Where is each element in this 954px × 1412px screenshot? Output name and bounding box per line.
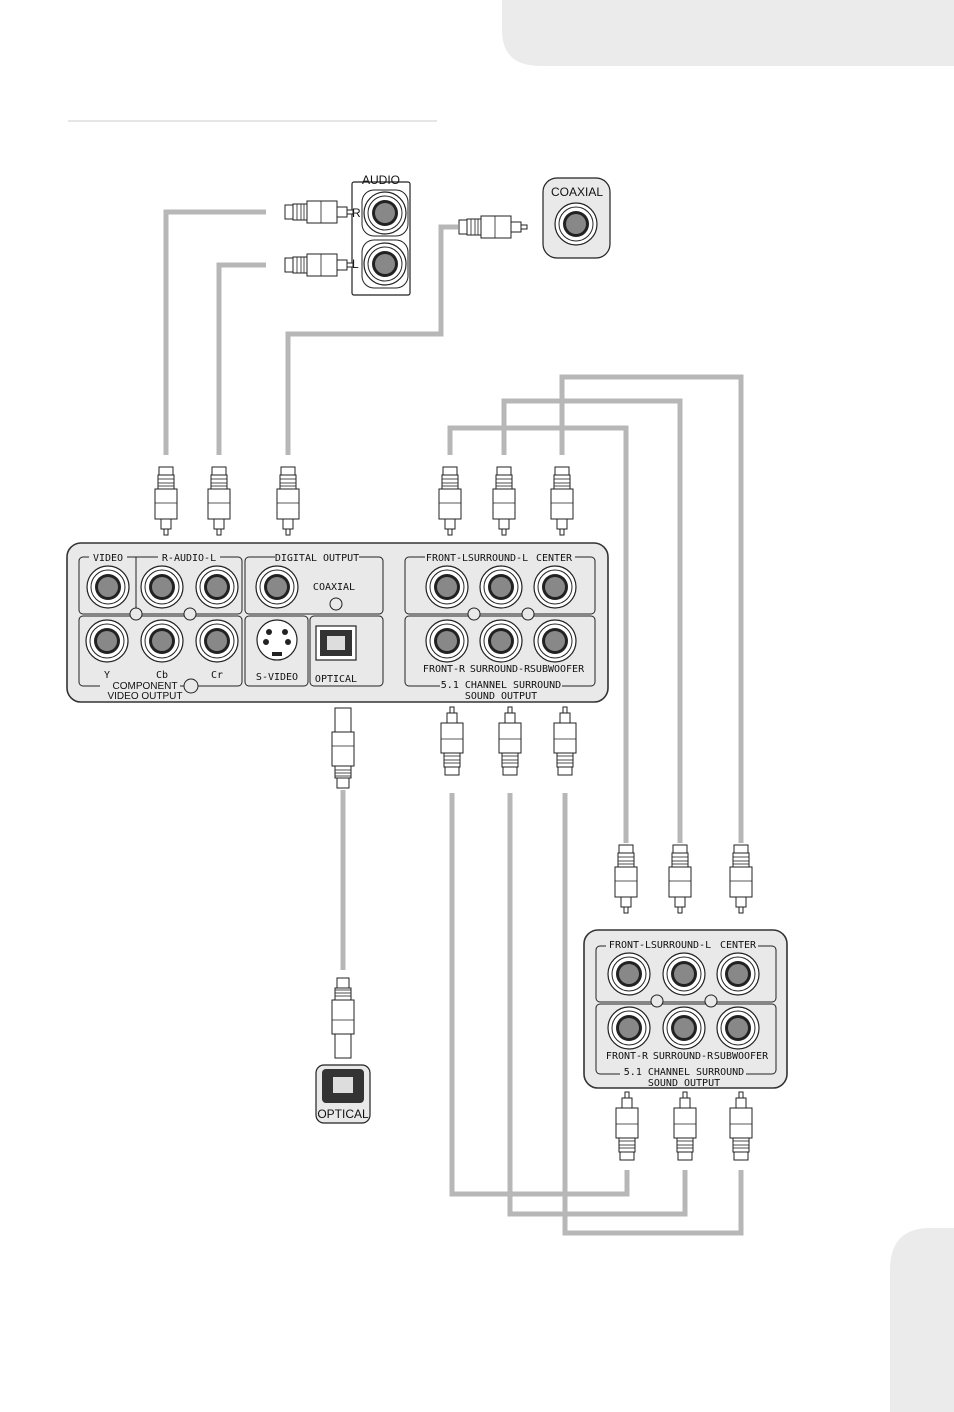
player-audio-l-jack[interactable] bbox=[196, 566, 238, 608]
player-coaxial-plug[interactable] bbox=[277, 467, 299, 535]
player-surround-r-jack[interactable] bbox=[480, 620, 522, 662]
amp-front-l-plug[interactable] bbox=[615, 845, 637, 913]
player-surround-r-plug[interactable] bbox=[499, 707, 521, 775]
player-surround-l-jack[interactable] bbox=[480, 566, 522, 608]
player-subwoofer-label: SUBWOOFER bbox=[530, 664, 585, 675]
player-cb-jack[interactable] bbox=[141, 620, 183, 662]
player-r-audio-l-label: R-AUDIO-L bbox=[162, 553, 216, 564]
top-right-tab bbox=[502, 0, 954, 66]
tv-audio-r-jack[interactable] bbox=[364, 192, 406, 234]
player-video-output-label: VIDEO OUTPUT bbox=[107, 691, 182, 702]
optical-input-plug[interactable] bbox=[332, 978, 354, 1058]
coaxial-input[interactable]: COAXIAL bbox=[543, 178, 610, 258]
player-center-plug[interactable] bbox=[551, 467, 573, 535]
tv-audio-title: AUDIO bbox=[362, 173, 400, 187]
tv-audio-l-jack[interactable] bbox=[364, 243, 406, 285]
player-optical-label: OPTICAL bbox=[315, 674, 357, 685]
amp-surround-l-jack[interactable] bbox=[663, 953, 705, 995]
player-cr-jack[interactable] bbox=[196, 620, 238, 662]
amp-subwoofer-jack[interactable] bbox=[717, 1007, 759, 1049]
player-subwoofer-jack[interactable] bbox=[534, 620, 576, 662]
player-front-l-jack[interactable] bbox=[426, 566, 468, 608]
amplifier-panel: FRONT-L SURROUND-L CENTER FRONT-R SURROU… bbox=[584, 930, 787, 1089]
player-front-r-jack[interactable] bbox=[426, 620, 468, 662]
player-optical-plug[interactable] bbox=[332, 708, 354, 788]
amp-subwoofer-label: SUBWOOFER bbox=[714, 1051, 769, 1062]
amp-center-plug[interactable] bbox=[730, 845, 752, 913]
coaxial-plug[interactable] bbox=[459, 216, 527, 238]
player-front-l-plug[interactable] bbox=[439, 467, 461, 535]
player-surround-r-label: SURROUND-R bbox=[470, 664, 531, 675]
player-optical-jack[interactable] bbox=[316, 626, 356, 660]
player-subwoofer-plug[interactable] bbox=[554, 707, 576, 775]
player-cr-label: Cr bbox=[211, 670, 223, 681]
player-rear-panel: VIDEO R-AUDIO-L DIGITAL OUTPUT COAXIAL S… bbox=[67, 543, 608, 702]
player-y-label: Y bbox=[104, 670, 110, 681]
player-audio-l-plug[interactable] bbox=[208, 467, 230, 535]
amp-center-jack[interactable] bbox=[717, 953, 759, 995]
amp-surround-r-jack[interactable] bbox=[663, 1007, 705, 1049]
amp-title-1: 5.1 CHANNEL SURROUND bbox=[624, 1067, 744, 1078]
s-video-jack[interactable] bbox=[257, 620, 297, 660]
coaxial-input-label: COAXIAL bbox=[551, 185, 603, 199]
player-audio-r-jack[interactable] bbox=[141, 566, 183, 608]
amp-front-r-label: FRONT-R bbox=[606, 1051, 649, 1062]
player-center-jack[interactable] bbox=[534, 566, 576, 608]
tv-audio-input[interactable]: AUDIO R L bbox=[352, 173, 410, 295]
player-front-r-plug[interactable] bbox=[441, 707, 463, 775]
player-surround-l-plug[interactable] bbox=[493, 467, 515, 535]
player-surround-title-2: SOUND OUTPUT bbox=[465, 691, 537, 702]
bottom-right-tab bbox=[890, 1228, 954, 1412]
audio-l-plug[interactable] bbox=[285, 254, 353, 276]
amp-front-r-plug[interactable] bbox=[616, 1092, 638, 1160]
optical-input-label: OPTICAL bbox=[317, 1107, 369, 1121]
player-s-video-label: S-VIDEO bbox=[256, 672, 298, 683]
player-coaxial-label: COAXIAL bbox=[313, 582, 355, 593]
player-center-label: CENTER bbox=[536, 553, 573, 564]
amp-surround-l-plug[interactable] bbox=[669, 845, 691, 913]
player-video-jack[interactable] bbox=[87, 566, 129, 608]
player-y-jack[interactable] bbox=[86, 620, 128, 662]
amp-front-l-jack[interactable] bbox=[608, 953, 650, 995]
amp-center-label: CENTER bbox=[720, 940, 757, 951]
player-surround-l-label: SURROUND-L bbox=[468, 553, 528, 564]
player-front-r-label: FRONT-R bbox=[423, 664, 466, 675]
coaxial-input-jack[interactable] bbox=[555, 203, 597, 245]
amp-surround-r-label: SURROUND-R bbox=[653, 1051, 714, 1062]
amp-subwoofer-plug[interactable] bbox=[730, 1092, 752, 1160]
player-video-label: VIDEO bbox=[93, 553, 123, 564]
amp-front-r-jack[interactable] bbox=[608, 1007, 650, 1049]
optical-input[interactable]: OPTICAL bbox=[316, 1065, 370, 1123]
player-cb-label: Cb bbox=[156, 670, 168, 681]
audio-r-plug[interactable] bbox=[285, 201, 353, 223]
amp-surround-r-plug[interactable] bbox=[674, 1092, 696, 1160]
amp-title-2: SOUND OUTPUT bbox=[648, 1078, 720, 1089]
player-surround-title-1: 5.1 CHANNEL SURROUND bbox=[441, 680, 561, 691]
player-digital-output-label: DIGITAL OUTPUT bbox=[275, 553, 359, 564]
player-front-l-label: FRONT-L bbox=[426, 553, 468, 564]
player-audio-r-plug[interactable] bbox=[155, 467, 177, 535]
amp-surround-l-label: SURROUND-L bbox=[651, 940, 711, 951]
player-coaxial-jack[interactable] bbox=[256, 566, 298, 608]
amp-front-l-label: FRONT-L bbox=[609, 940, 651, 951]
